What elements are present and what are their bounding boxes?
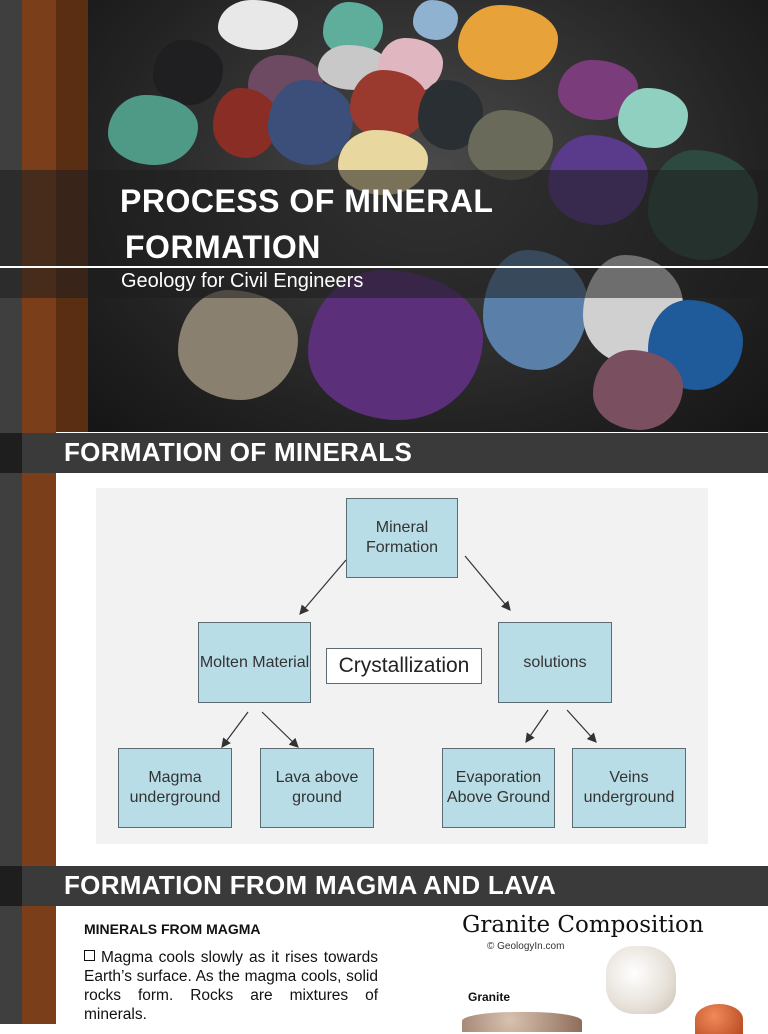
granite-rock-image xyxy=(462,1012,582,1032)
node-molten-material: Molten Material xyxy=(198,622,311,703)
granite-credit: © GeologyIn.com xyxy=(487,941,565,952)
arrow-molten-to-magma xyxy=(221,711,249,748)
arrow-root-to-solutions xyxy=(464,555,511,611)
section-heading: FORMATION FROM MAGMA AND LAVA xyxy=(64,870,557,900)
arrow-solutions-to-evaporation xyxy=(525,709,549,743)
node-solutions: solutions xyxy=(498,622,612,703)
arrow-solutions-to-veins xyxy=(566,709,597,743)
section-header-formation: FORMATION OF MINERALS xyxy=(0,433,768,473)
node-crystallization: Crystallization xyxy=(326,648,482,684)
node-mineral-formation: Mineral Formation xyxy=(346,498,458,578)
section-header-accent xyxy=(0,866,22,906)
title-band xyxy=(0,170,768,298)
page-title-continued: FORMATION xyxy=(125,229,321,265)
granite-title: Granite Composition xyxy=(462,912,704,938)
arrow-root-to-molten xyxy=(299,559,347,615)
magma-bullet: Magma cools slowly as it rises towards E… xyxy=(84,948,378,1024)
granite-label: Granite xyxy=(468,990,511,1004)
page-title: PROCESS OF MINERAL xyxy=(120,183,494,219)
page-subtitle: Geology for Civil Engineers xyxy=(121,270,364,292)
quartz-crystal-image xyxy=(606,946,676,1014)
node-veins-underground: Veins underground xyxy=(572,748,686,828)
section-header-magma-lava: FORMATION FROM MAGMA AND LAVA xyxy=(0,866,768,906)
checkbox-bullet-icon xyxy=(84,950,95,961)
section-header-accent xyxy=(0,433,22,473)
node-magma-underground: Magma underground xyxy=(118,748,232,828)
arrow-molten-to-lava xyxy=(261,711,299,748)
magma-bullet-text: Magma cools slowly as it rises towards E… xyxy=(84,949,378,1023)
feldspar-rock-image xyxy=(695,1004,743,1034)
node-lava-above-ground: Lava above ground xyxy=(260,748,374,828)
title-divider xyxy=(0,266,768,268)
section-heading: FORMATION OF MINERALS xyxy=(64,437,413,467)
magma-subheading: MINERALS FROM MAGMA xyxy=(84,921,261,937)
node-evaporation-above-ground: Evaporation Above Ground xyxy=(442,748,555,828)
